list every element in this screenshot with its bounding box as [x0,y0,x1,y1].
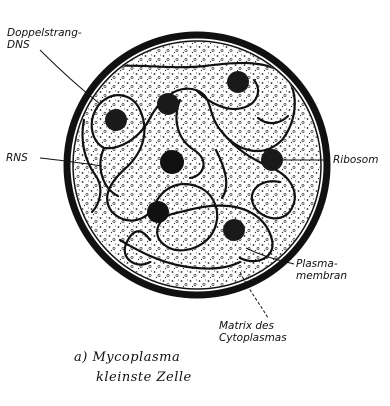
ribosome [227,71,249,93]
dna-label: Doppelstrang- DNS [7,27,82,51]
caption-line1: a) Mycoplasma [74,350,180,365]
ribosome [157,93,179,115]
plasma-label-line1: Plasma- [296,258,347,270]
matrix-label-line2: Cytoplasmas [219,332,287,344]
plasmamembran-label: Plasma- membran [296,258,347,282]
ribosome [147,201,169,223]
dna-label-line1: Doppelstrang- [7,27,82,39]
matrix-label: Matrix des Cytoplasmas [219,320,287,344]
cytoplasm-matrix [74,42,320,288]
ribosome [261,149,283,171]
matrix-label-line1: Matrix des [219,320,287,332]
ribosom-label: Ribosom [333,154,378,166]
ribosome [160,150,184,174]
ribosome [223,219,245,241]
dna-label-line2: DNS [7,39,82,51]
rns-label: RNS [6,152,28,164]
ribosome [105,109,127,131]
plasma-label-line2: membran [296,270,347,282]
caption-line2: kleinste Zelle [96,370,192,385]
